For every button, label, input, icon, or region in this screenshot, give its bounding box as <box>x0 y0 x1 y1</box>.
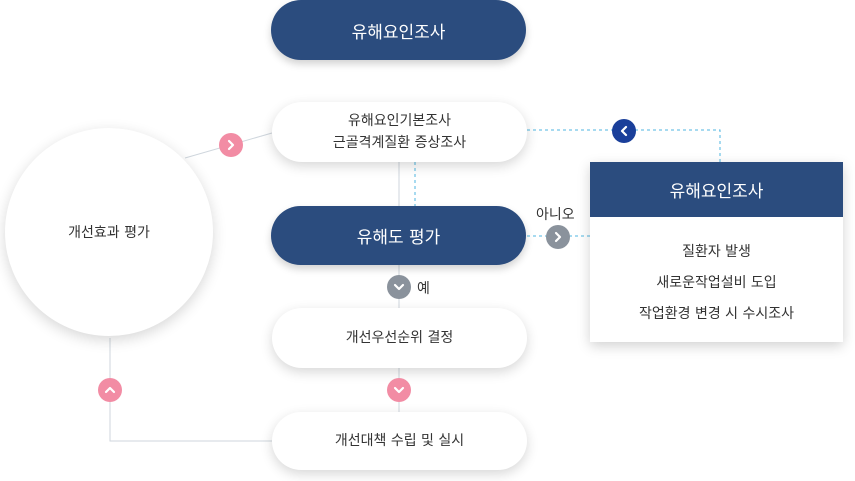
evaluation-label: 유해도 평가 <box>356 228 441 248</box>
chevron-left-icon <box>612 119 636 143</box>
basic-survey-line2: 근골격계질환 증상조사 <box>332 135 467 151</box>
side-panel-item: 새로운작업설비 도입 <box>656 275 777 291</box>
side-panel-item: 작업환경 변경 시 수시조사 <box>638 306 795 322</box>
action-label: 개선대책 수립 및 실시 <box>334 433 465 449</box>
chevron-down-icon <box>387 275 411 299</box>
effect-evaluation-label: 개선효과 평가 <box>68 225 150 241</box>
side-panel-header: 유해요인조사 <box>590 162 843 217</box>
branch-yes-label: 예 <box>417 281 430 297</box>
side-panel-body: 질환자 발생 새로운작업설비 도입 작업환경 변경 시 수시조사 <box>590 217 843 330</box>
action-box: 개선대책 수립 및 실시 <box>272 412 527 470</box>
evaluation-box: 유해도 평가 <box>271 206 526 265</box>
basic-survey-box: 유해요인기본조사 근골격계질환 증상조사 <box>272 102 527 162</box>
priority-label: 개선우선순위 결정 <box>345 330 454 346</box>
priority-box: 개선우선순위 결정 <box>272 308 527 368</box>
top-title-box: 유해요인조사 <box>271 0 526 60</box>
chevron-right-icon <box>546 225 570 249</box>
basic-survey-line1: 유해요인기본조사 <box>347 113 452 129</box>
side-panel-item: 질환자 발생 <box>682 244 751 260</box>
side-panel-title: 유해요인조사 <box>669 182 764 202</box>
connector-action-to-effect <box>109 338 272 442</box>
chevron-right-icon <box>219 133 243 157</box>
branch-no-label: 아니오 <box>536 207 575 223</box>
top-title: 유해요인조사 <box>351 22 446 43</box>
connector-dashed-survey-to-panel <box>527 129 721 162</box>
chevron-down-icon <box>387 378 411 402</box>
side-panel: 유해요인조사 질환자 발생 새로운작업설비 도입 작업환경 변경 시 수시조사 <box>590 162 843 342</box>
effect-evaluation-circle: 개선효과 평가 <box>5 128 213 336</box>
chevron-up-icon <box>98 378 122 402</box>
